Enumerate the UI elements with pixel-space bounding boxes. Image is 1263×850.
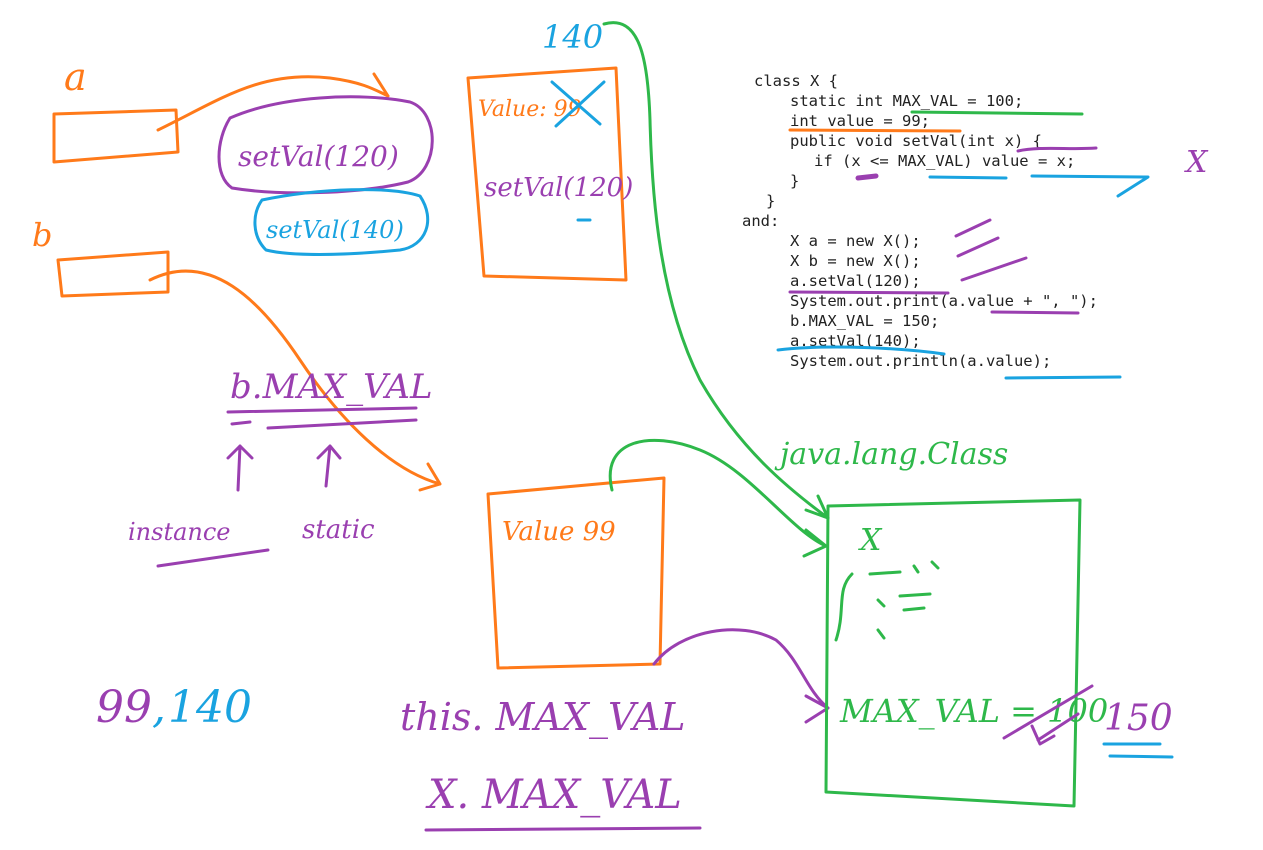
call-bubble-120 [217, 95, 434, 195]
new-value-underline [1102, 742, 1174, 759]
instance-label: instance [128, 518, 231, 546]
class-box-sketch [834, 560, 940, 642]
class-access: X. MAX_VAL [425, 772, 682, 818]
call-bubbles: setVal(120) setVal(140) [217, 95, 434, 256]
output-first: 99 [96, 682, 152, 733]
reference-b: b [32, 216, 442, 492]
ref-a-arrow [156, 72, 390, 132]
arrow-to-static [316, 444, 342, 488]
expression-block: b.MAX_VAL instance static [128, 367, 433, 568]
code-line-8: and: [742, 212, 779, 230]
underline-setval-120 [788, 290, 950, 295]
object-b: Value 99 [486, 438, 830, 724]
code-annotations: X [776, 110, 1209, 380]
code-line-12: System.out.print(a.value + ", "); [790, 292, 1098, 310]
expression-underline [226, 406, 418, 430]
object-b-box [486, 476, 666, 670]
expression-text: b.MAX_VAL [230, 367, 433, 407]
ref-a-box [52, 108, 180, 164]
annotation-x: X [1184, 145, 1209, 180]
code-line-9: X a = new X(); [790, 232, 921, 250]
underline-int-x [1016, 146, 1098, 153]
underline-cond-x [855, 173, 879, 181]
ref-b-box [56, 250, 170, 298]
code-line-2: static int MAX_VAL = 100; [790, 92, 1023, 110]
ref-b-arrow [148, 269, 442, 492]
access-forms: this. MAX_VAL X. MAX_VAL [400, 695, 702, 832]
underline-a-value [990, 310, 1080, 315]
this-access: this. MAX_VAL [400, 695, 686, 740]
class-access-underline [424, 826, 702, 832]
class-box-name: X [858, 523, 883, 558]
object-a-top-number: 140 [542, 18, 603, 56]
object-a-box [466, 66, 628, 282]
class-box-new-value: 150 [1104, 698, 1173, 739]
code-line-14: a.setVal(140); [790, 332, 921, 350]
static-label: static [302, 515, 375, 545]
code-line-5: if (x <= MAX_VAL) value = x; [814, 152, 1075, 170]
class-box-field: MAX_VAL = 100 [839, 692, 1108, 730]
check-mark-2 [956, 236, 1000, 258]
code-line-13: b.MAX_VAL = 150; [790, 312, 939, 330]
check-mark-3 [960, 256, 1028, 282]
call-bubble-140 [253, 188, 430, 256]
class-box-field-strike [1002, 684, 1094, 746]
code-line-6: } [790, 172, 799, 190]
class-box-title: java.lang.Class [774, 437, 1008, 472]
object-a-call: setVal(120) [484, 173, 633, 203]
object-b-class-arrow [608, 438, 828, 558]
ref-b-label: b [32, 216, 52, 254]
code-line-11: a.setVal(120); [790, 272, 921, 290]
call-bubble-140-text: setVal(140) [266, 216, 404, 244]
output-separator: , [152, 682, 166, 733]
call-bubble-120-text: setVal(120) [238, 140, 399, 173]
object-a: 140 Value: 99 setVal(120) [466, 18, 633, 282]
code-line-1: class X { [754, 72, 838, 90]
underline-int-value [788, 128, 962, 133]
ref-a-label: a [64, 55, 87, 99]
underline-value-assign [1030, 174, 1150, 198]
underline-max-val [910, 110, 1084, 116]
underline-println-value [1004, 375, 1122, 380]
code-line-15: System.out.println(a.value); [790, 352, 1051, 370]
code-line-3: int value = 99; [790, 112, 930, 130]
code-line-4: public void setVal(int x) { [790, 132, 1042, 150]
code-line-7: } [766, 192, 775, 210]
underline-setval-140 [776, 345, 946, 356]
reference-a: a [52, 55, 390, 164]
object-a-value-strike [550, 80, 606, 128]
check-mark-1 [954, 218, 992, 238]
class-object: java.lang.Class X MAX_VAL = 100 150 [774, 437, 1174, 808]
output-second: 140 [168, 682, 252, 733]
code-line-10: X b = new X(); [790, 252, 921, 270]
underline-max-val-cond [928, 175, 1008, 180]
program-output: 99 , 140 [96, 682, 252, 733]
code-listing: class X { static int MAX_VAL = 100; int … [742, 72, 1098, 370]
class-box [824, 498, 1082, 808]
object-b-value-label: Value 99 [502, 517, 616, 547]
arrow-to-instance [226, 444, 254, 492]
instance-underline [156, 548, 270, 568]
